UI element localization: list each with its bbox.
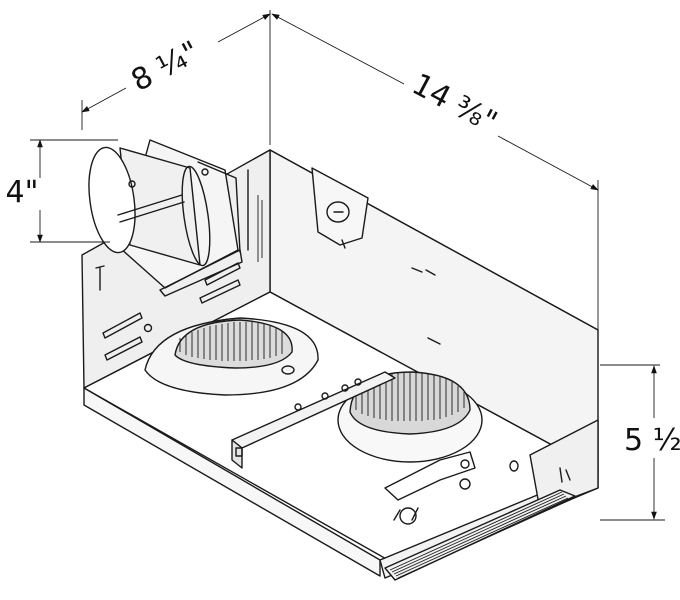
dimension-label-depth: 8 ¼"	[126, 34, 206, 98]
duct-collar-opening	[88, 146, 136, 254]
dimension-label-height: 5 ½"	[624, 423, 680, 458]
wiring-receptacle	[384, 451, 571, 525]
dimension-label-duct: 4"	[6, 175, 39, 210]
back-wall-details	[311, 167, 441, 345]
side-wall-details	[95, 169, 263, 361]
blower-wheel-left	[144, 317, 319, 396]
duct-collar	[88, 139, 243, 297]
dimension-label-length: 14 ⅜"	[406, 67, 502, 140]
blower-wheel-right	[337, 371, 483, 463]
dimension-lines	[30, 10, 665, 521]
louvered-grille	[384, 489, 576, 581]
motor-mounting-bracket	[231, 365, 396, 469]
